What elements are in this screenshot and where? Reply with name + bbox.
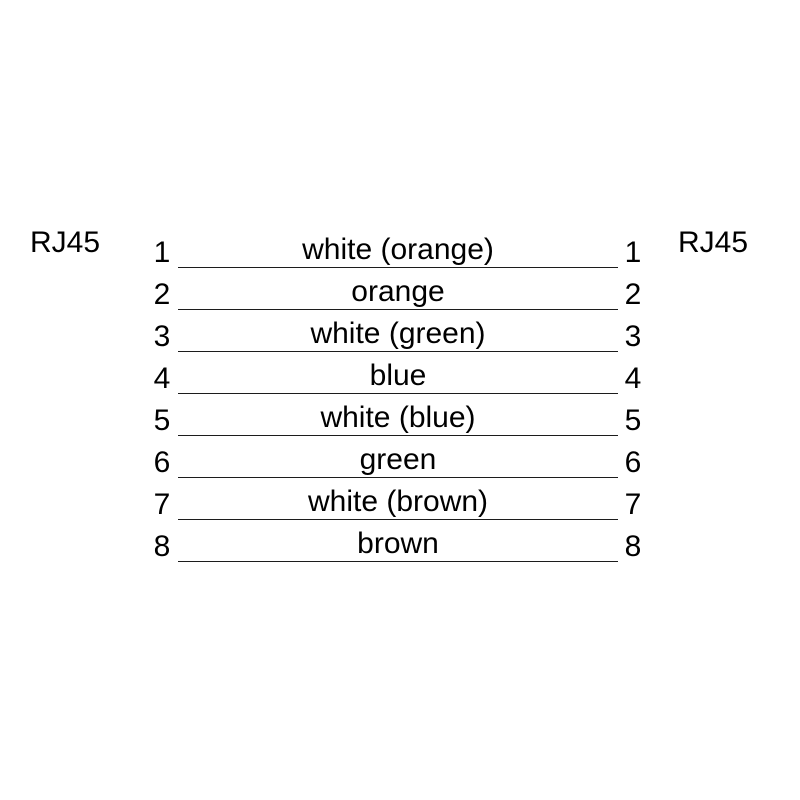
left-pin-number: 6 [153,446,171,479]
right-pin-number: 2 [624,278,642,311]
wire-color-label: green [359,443,437,476]
left-pin-number: 5 [153,404,171,437]
wire-line [178,561,618,562]
right-connector-label: RJ45 [678,226,749,259]
wire-line [178,351,618,352]
wire-color-label: blue [369,359,427,392]
left-pin-number: 1 [153,236,171,269]
wire-line [178,267,618,268]
left-pin-number: 2 [153,278,171,311]
left-pin-number: 3 [153,320,171,353]
wire-line [178,519,618,520]
wire-color-label: orange [351,275,445,308]
left-connector-label: RJ45 [30,226,101,259]
wire-line [178,477,618,478]
right-pin-number: 4 [624,362,642,395]
left-pin-number: 8 [153,530,171,563]
wire-color-label: white (brown) [307,485,489,518]
wire-color-label: white (blue) [320,401,476,434]
left-pin-number: 4 [153,362,171,395]
right-pin-number: 7 [624,488,642,521]
right-pin-number: 5 [624,404,642,437]
left-pin-number: 7 [153,488,171,521]
right-pin-number: 6 [624,446,642,479]
wire-color-label: brown [357,527,439,560]
wire-line [178,393,618,394]
wire-line [178,435,618,436]
right-pin-number: 1 [624,236,642,269]
wire-color-label: white (orange) [302,233,494,266]
wire-line [178,309,618,310]
right-pin-number: 8 [624,530,642,563]
wire-color-label: white (green) [310,317,486,350]
right-pin-number: 3 [624,320,642,353]
